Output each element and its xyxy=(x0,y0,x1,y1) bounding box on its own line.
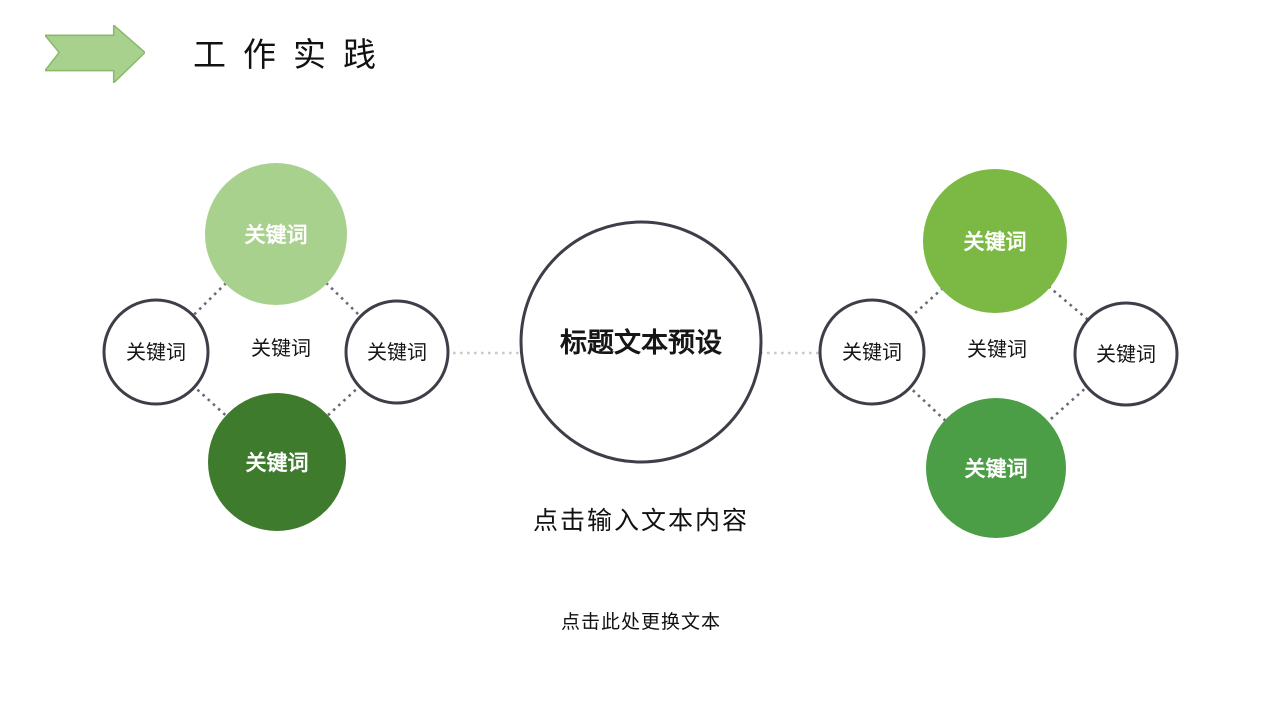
right-cluster: 关键词 关键词 关键词 关键词 关键词 xyxy=(818,169,1179,538)
left-top-circle xyxy=(205,163,347,305)
slide-title: 工作实践 xyxy=(193,38,393,74)
right-top-circle xyxy=(923,169,1067,313)
left-bottom-label: 关键词 xyxy=(246,451,309,475)
hub-group: 标题文本预设 xyxy=(519,220,763,464)
left-top-label: 关键词 xyxy=(245,223,308,247)
hub-title: 标题文本预设 xyxy=(560,327,722,358)
right-bottom-circle xyxy=(926,398,1066,538)
footer-caption-placeholder[interactable]: 点击此处更换文本 xyxy=(560,612,721,633)
hub-subtitle-placeholder[interactable]: 点击输入文本内容 xyxy=(532,508,749,535)
right-left-label: 关键词 xyxy=(842,341,902,364)
left-cluster: 关键词 关键词 关键词 关键词 关键词 xyxy=(102,163,450,531)
left-right-circle xyxy=(344,299,450,405)
hub-circle xyxy=(519,220,763,464)
arrow-icon xyxy=(45,25,145,83)
right-left-circle xyxy=(818,298,926,406)
arrow-shape xyxy=(45,25,145,83)
right-right-label: 关键词 xyxy=(1096,343,1156,366)
right-top-label: 关键词 xyxy=(964,230,1027,254)
right-right-circle xyxy=(1073,301,1179,407)
left-bottom-circle xyxy=(208,393,346,531)
right-bottom-label: 关键词 xyxy=(965,457,1028,481)
left-left-circle xyxy=(102,298,210,406)
left-right-label: 关键词 xyxy=(367,341,427,364)
left-cluster-center-label: 关键词 xyxy=(251,337,311,360)
right-cluster-center-label: 关键词 xyxy=(967,338,1027,361)
left-left-label: 关键词 xyxy=(126,341,186,364)
